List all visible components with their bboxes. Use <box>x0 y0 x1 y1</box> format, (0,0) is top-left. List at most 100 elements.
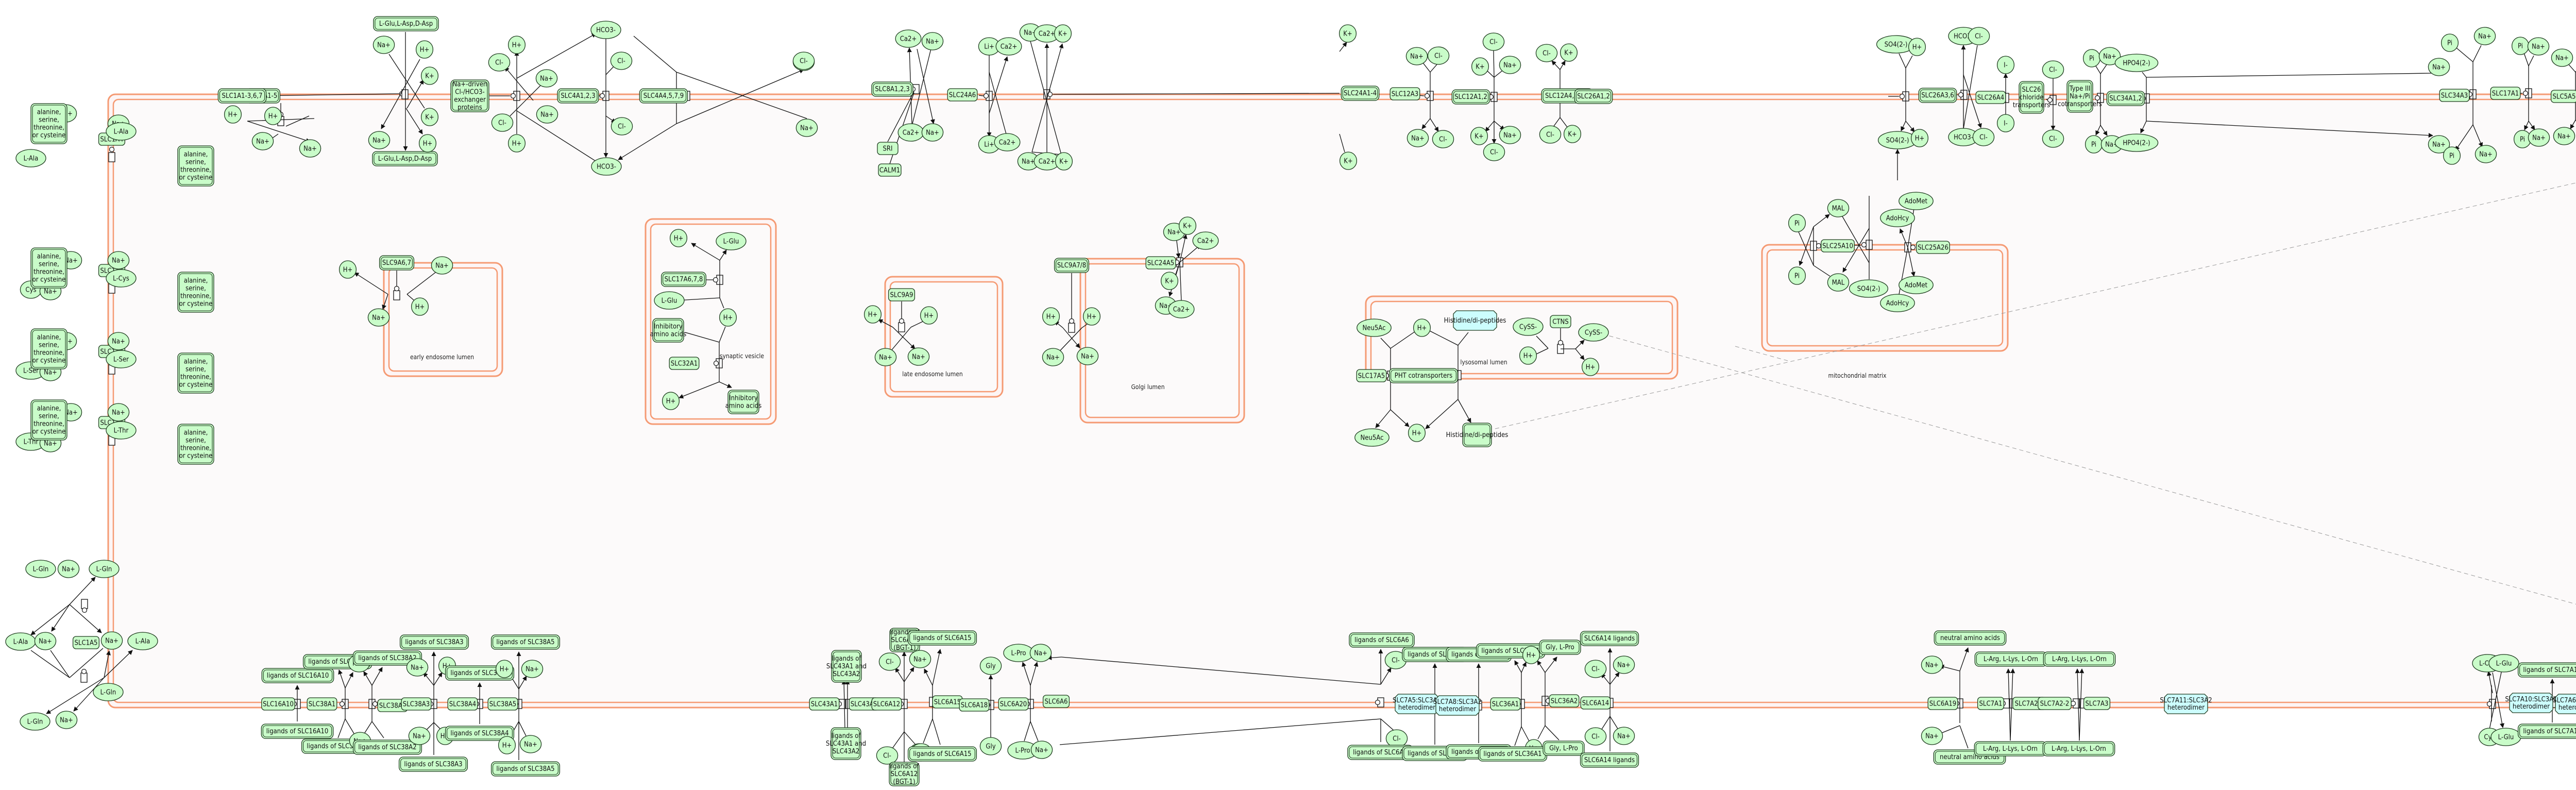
molecule-h[interactable]: H+ <box>418 134 437 153</box>
entity-set-alanine-serine-threonine-or-cysteine[interactable]: alanine,serine,threonine,or cysteine <box>30 247 67 289</box>
molecule-cl[interactable]: Cl- <box>1535 44 1558 62</box>
molecule-l-gln[interactable]: L-Gln <box>25 560 56 578</box>
entity-set-pht-cotransporters[interactable]: PHT cotransporters <box>1388 368 1459 383</box>
protein-slc17a5[interactable]: SLC17A5 <box>1356 369 1387 382</box>
molecule-na[interactable]: Na+ <box>107 403 130 422</box>
molecule-na[interactable]: Na+ <box>921 123 944 142</box>
molecule-k[interactable]: K+ <box>420 66 439 85</box>
molecule-cl[interactable]: Cl- <box>2042 129 2064 148</box>
molecule-l-pro[interactable]: L-Pro <box>1003 644 1034 662</box>
protein-slc6a19[interactable]: SLC6A19 <box>1927 697 1958 710</box>
molecule-na[interactable]: Na+ <box>2473 27 2496 45</box>
entity-set-l-arg-l-lys-l-orn[interactable]: L-Arg, L-Lys, L-Orn <box>1974 741 2047 757</box>
molecule-ca2[interactable]: Ca2+ <box>1192 231 1219 250</box>
molecule-pi[interactable]: Pi <box>1788 266 1806 285</box>
molecule-cl[interactable]: Cl- <box>876 746 899 765</box>
entity-set-ligands-of-slc6a15[interactable]: ligands of SLC6A15 <box>907 746 977 762</box>
molecule-mal[interactable]: MAL <box>1827 273 1850 292</box>
protein-slc1a5[interactable]: SLC1A5 <box>72 636 100 649</box>
molecule-na[interactable]: Na+ <box>795 119 818 137</box>
process-node[interactable] <box>81 599 88 609</box>
molecule-l-ser[interactable]: L-Ser <box>106 350 137 368</box>
complex-histidine-di-peptides[interactable]: Histidine/di-peptides <box>1444 310 1506 331</box>
molecule-na[interactable]: Na+ <box>2428 58 2450 76</box>
entity-set-alanine-serine-threonine-or-cysteine[interactable]: alanine,serine,threonine,or cysteine <box>30 103 67 144</box>
molecule-na[interactable]: Na+ <box>2553 127 2575 145</box>
molecule-h[interactable]: H+ <box>264 107 282 125</box>
molecule-na[interactable]: Na+ <box>1499 126 1521 144</box>
molecule-na[interactable]: Na+ <box>1613 655 1635 674</box>
molecule-pi[interactable]: Pi <box>2441 33 2459 52</box>
molecule-na[interactable]: Na+ <box>431 256 453 275</box>
molecule-h[interactable]: H+ <box>498 736 516 754</box>
molecule-na[interactable]: Na+ <box>921 32 944 51</box>
entity-set-alanine-serine-threonine-or-cysteine[interactable]: alanine,serine,threonine,or cysteine <box>177 424 214 465</box>
entity-set-histidine-di-peptides[interactable]: Histidine/di-peptides <box>1446 423 1509 447</box>
entity-set-slc6a14-ligands[interactable]: SLC6A14 ligands <box>1580 631 1639 646</box>
protein-slc32a1[interactable]: SLC32A1 <box>669 357 700 370</box>
molecule-h[interactable]: H+ <box>224 105 242 124</box>
protein-slc6a6[interactable]: SLC6A6 <box>1042 695 1070 708</box>
molecule-na[interactable]: Na+ <box>1499 56 1521 74</box>
protein-slc6a15[interactable]: SLC6A15 <box>932 695 963 709</box>
molecule-na[interactable]: Na+ <box>1030 741 1053 759</box>
entity-set-slc8a1-2-3[interactable]: SLC8A1,2,3 <box>871 81 913 97</box>
molecule-ca2[interactable]: Ca2+ <box>897 123 924 142</box>
molecule-na[interactable]: Na+ <box>521 660 544 678</box>
entity-set-ligands-of-slc38a5[interactable]: ligands of SLC38A5 <box>490 634 561 650</box>
molecule-na[interactable]: Na+ <box>299 139 321 158</box>
protein-slc6a12[interactable]: SLC6A12 <box>871 697 902 711</box>
molecule-l-ala[interactable]: L-Ala <box>5 632 36 651</box>
molecule-l-gln[interactable]: L-Gln <box>89 560 120 578</box>
molecule-pi[interactable]: Pi <box>1788 214 1806 232</box>
molecule-l-glu[interactable]: L-Glu <box>716 232 747 250</box>
entity-set-ligands-of-slc38a3[interactable]: ligands of SLC38A3 <box>398 757 468 772</box>
molecule-na[interactable]: Na+ <box>251 132 274 150</box>
molecule-k[interactable]: K+ <box>1178 216 1197 235</box>
molecule-cl[interactable]: Cl- <box>1427 46 1450 65</box>
molecule-k[interactable]: K+ <box>420 108 439 126</box>
process-node[interactable] <box>401 89 409 99</box>
molecule-cl[interactable]: Cl- <box>491 113 514 132</box>
protein-slc38a3[interactable]: SLC38A3 <box>401 697 432 711</box>
molecule-cl[interactable]: Cl- <box>1584 660 1607 678</box>
entity-set-l-arg-l-lys-l-orn[interactable]: L-Arg, L-Lys, L-Orn <box>1974 651 2047 667</box>
molecule-ca2[interactable]: Ca2+ <box>895 29 922 48</box>
entity-set-l-glu-l-asp-d-asp[interactable]: L-Glu,L-Asp,D-Asp <box>373 16 439 31</box>
protein-slc25a10[interactable]: SLC25A10 <box>1821 239 1855 253</box>
molecule-cl[interactable]: Cl- <box>1432 130 1454 148</box>
molecule-h[interactable]: H+ <box>507 36 526 54</box>
entity-set-slc26a3-6[interactable]: SLC26A3,6 <box>1918 88 1957 103</box>
entity-set-slc34a1-2[interactable]: SLC34A1,2 <box>2106 91 2145 106</box>
molecule-h[interactable]: H+ <box>1519 346 1537 365</box>
molecule-h[interactable]: H+ <box>411 297 429 316</box>
process-node[interactable] <box>393 290 400 300</box>
molecule-neu5ac[interactable]: Neu5Ac <box>1357 318 1392 337</box>
molecule-l-glu[interactable]: L-Glu <box>2490 728 2521 746</box>
protein-slc38a5[interactable]: SLC38A5 <box>487 697 518 711</box>
molecule-l-gln[interactable]: L-Gln <box>93 683 124 701</box>
molecule-h[interactable]: H+ <box>662 392 680 410</box>
molecule-so4-2[interactable]: SO4(2-) <box>1876 35 1916 54</box>
molecule-na[interactable]: Na+ <box>372 36 395 54</box>
protein-slc9a9[interactable]: SLC9A9 <box>888 288 916 301</box>
molecule-adohcy[interactable]: AdoHcy <box>1880 209 1915 227</box>
molecule-pi[interactable]: Pi <box>2511 37 2530 55</box>
protein-slc43a1[interactable]: SLC43A1 <box>809 697 840 711</box>
molecule-na[interactable]: Na+ <box>408 727 431 745</box>
entity-set-slc17a6-7-8[interactable]: SLC17A6,7,8 <box>661 272 706 287</box>
molecule-adomet[interactable]: AdoMet <box>1899 192 1934 210</box>
molecule-l-glu[interactable]: L-Glu <box>654 291 685 310</box>
protein-slc16a10[interactable]: SLC16A10 <box>261 697 295 711</box>
molecule-h[interactable]: H+ <box>338 260 357 279</box>
molecule-so4-2[interactable]: SO4(2-) <box>1849 279 1889 298</box>
protein-slc24a6[interactable]: SLC24A6 <box>947 88 978 102</box>
molecule-ca2[interactable]: Ca2+ <box>1168 300 1195 318</box>
protein-slc43a2[interactable]: SLC43A2 <box>849 697 879 711</box>
entity-set-ligands-of-slc38a3[interactable]: ligands of SLC38A3 <box>399 634 469 650</box>
